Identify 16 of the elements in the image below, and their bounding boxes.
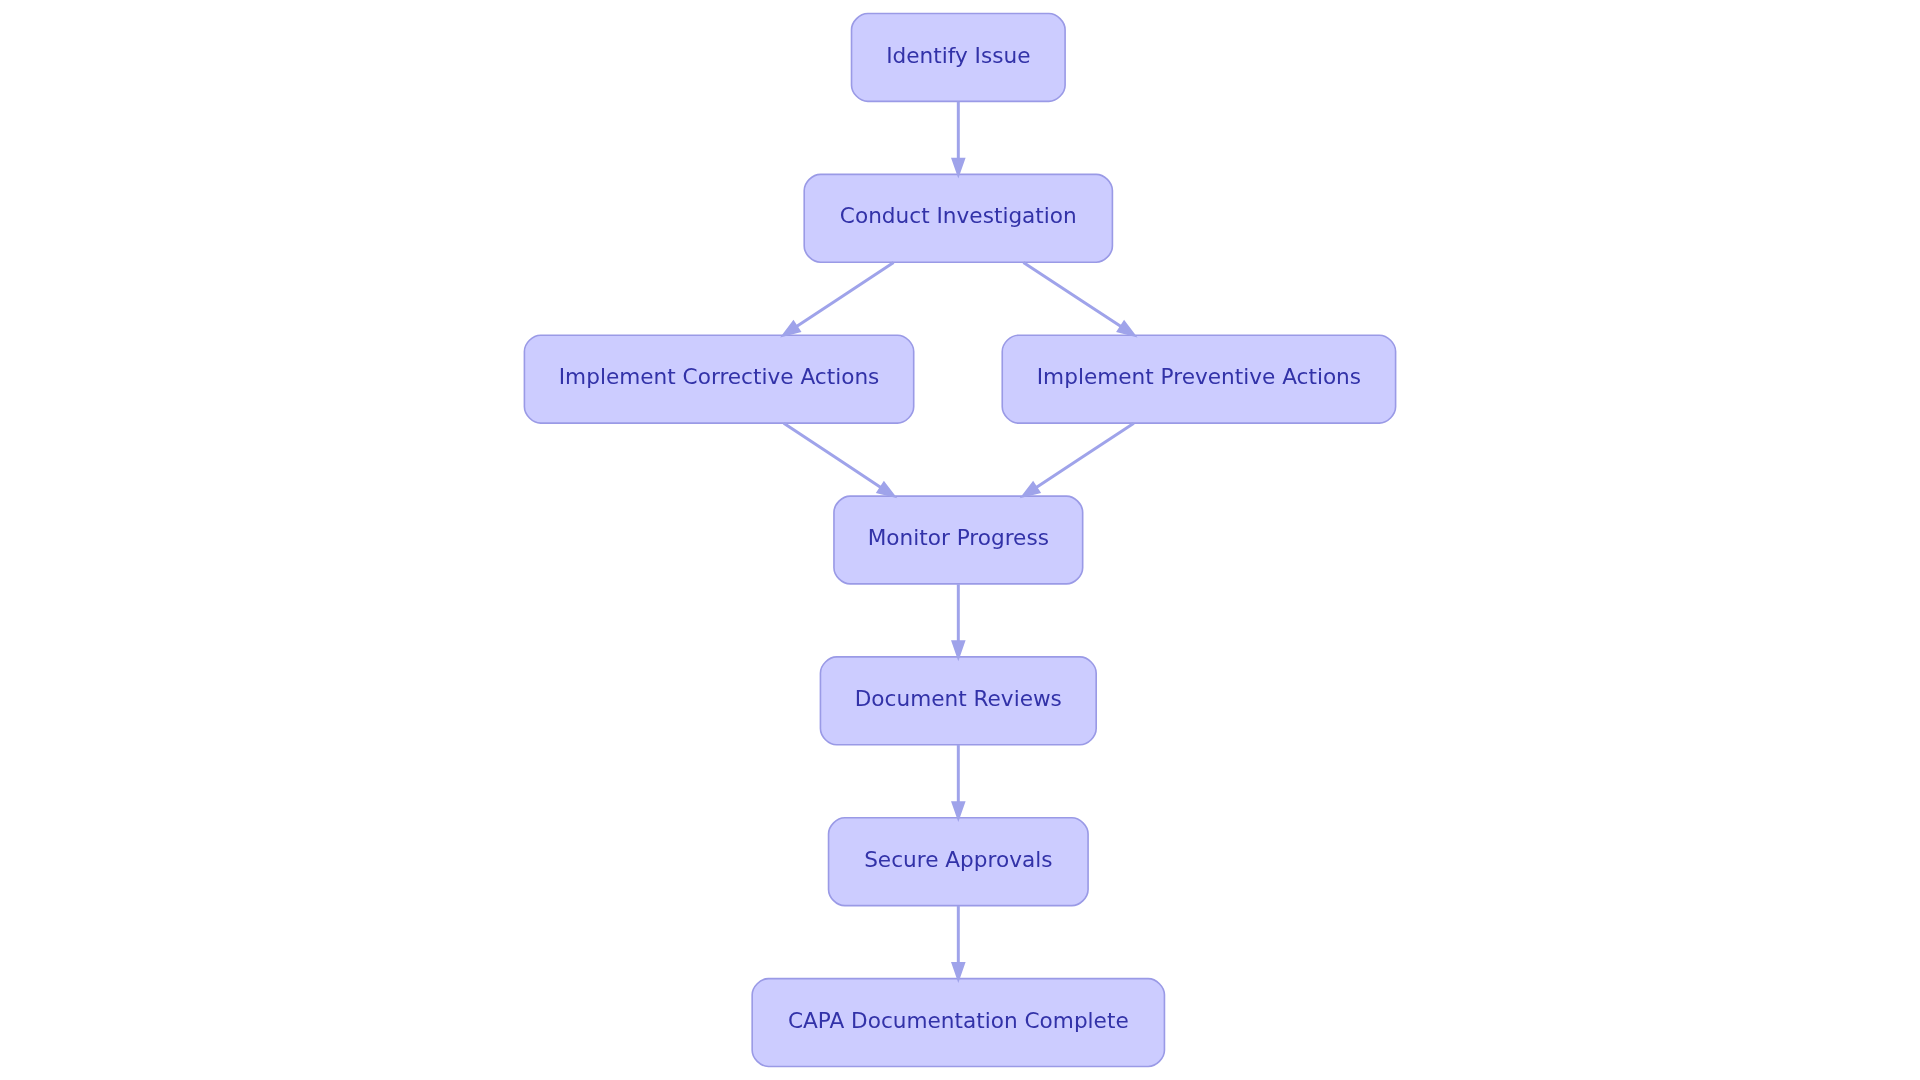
node-box: Implement Preventive Actions	[1001, 334, 1397, 424]
node-box: Identify Issue	[850, 12, 1066, 103]
arrow	[951, 745, 966, 822]
node-box: Monitor Progress	[833, 495, 1084, 585]
arrow	[1019, 422, 1135, 499]
arrow	[951, 905, 966, 983]
node-box: Conduct Investigation	[803, 173, 1114, 264]
node-box: Secure Approvals	[827, 816, 1089, 907]
arrow	[1022, 261, 1138, 338]
node-box: Document Reviews	[819, 656, 1097, 746]
arrow	[780, 261, 895, 338]
node-box: CAPA Documentation Complete	[751, 977, 1166, 1068]
node-box: Implement Corrective Actions	[523, 334, 915, 424]
arrow	[782, 422, 898, 499]
arrow	[951, 101, 966, 179]
arrow	[951, 584, 966, 662]
